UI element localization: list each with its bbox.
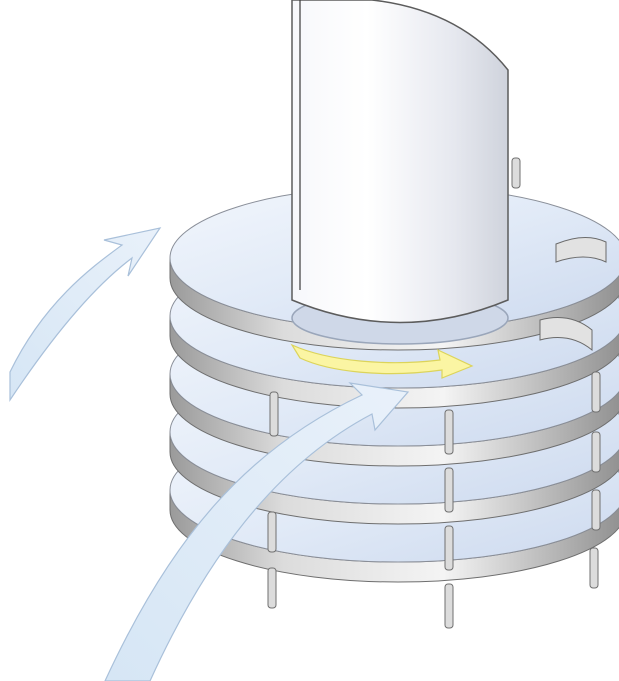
vane (592, 490, 600, 530)
vane (445, 468, 453, 512)
vane (592, 432, 600, 472)
vane (592, 372, 600, 412)
vane (590, 548, 598, 588)
vane (268, 568, 276, 608)
central-pipe (292, 0, 508, 344)
vane (445, 526, 453, 570)
vane (445, 584, 453, 628)
vane (270, 392, 278, 436)
vane (268, 512, 276, 552)
vane (512, 158, 520, 188)
vane (445, 410, 453, 454)
curved-arrow-icon (10, 228, 160, 400)
